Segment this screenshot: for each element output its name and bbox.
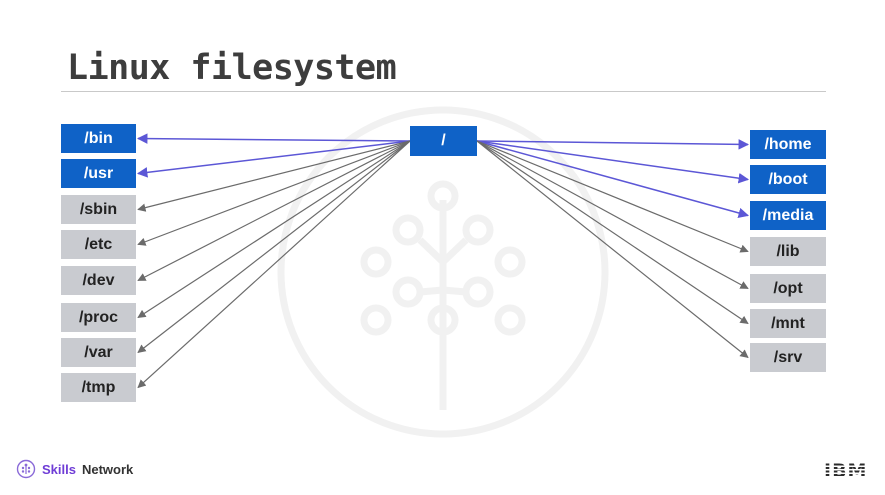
connector-arrow (137, 140, 411, 354)
ibm-logo: IBM (824, 460, 868, 482)
directory-label: /dev (82, 271, 115, 289)
directory-label: /opt (773, 279, 803, 297)
directory-node: /media (750, 201, 826, 230)
connector-arrow (137, 140, 411, 212)
connector-arrow (136, 140, 411, 178)
connector-arrow (136, 133, 411, 144)
directory-node: /usr (61, 159, 136, 188)
directory-node: /boot (750, 165, 826, 194)
directory-node: /proc (61, 303, 136, 332)
root-directory-label: / (441, 132, 446, 149)
page-title: Linux filesystem (67, 48, 397, 88)
directory-label: /proc (78, 308, 119, 326)
directory-node: /srv (750, 343, 826, 372)
directory-node: /var (61, 338, 136, 367)
connector-arrow (137, 140, 411, 282)
directory-label: /bin (84, 129, 113, 147)
directory-node: /etc (61, 230, 136, 259)
connector-arrow (476, 140, 749, 359)
directory-node: /bin (61, 124, 136, 153)
connector-arrow (476, 140, 749, 290)
connector-arrow (476, 140, 750, 219)
connector-arrow (476, 139, 750, 150)
directory-node: /lib (750, 237, 826, 266)
directory-label: /srv (773, 348, 803, 366)
brand-skills-text: Skills (42, 461, 76, 477)
directory-node: /tmp (61, 373, 136, 402)
directory-label: /home (764, 135, 812, 153)
connector-arrow (137, 140, 411, 319)
directory-label: /var (84, 343, 113, 361)
root-directory-node: / (410, 126, 477, 156)
connector-arrow (137, 140, 411, 246)
connector-arrow (137, 140, 411, 389)
directory-label: /sbin (79, 200, 118, 218)
directory-node: /home (750, 130, 826, 159)
directory-label: /etc (84, 235, 113, 253)
connector-arrow (476, 140, 749, 324)
directory-label: /usr (83, 164, 114, 182)
skills-network-logo-icon (16, 459, 36, 479)
directory-node: /dev (61, 266, 136, 295)
directory-label: /media (762, 206, 814, 224)
brand-network-text: Network (81, 461, 134, 477)
directory-node: /sbin (61, 195, 136, 224)
directory-label: /tmp (81, 378, 116, 396)
connector-arrow (476, 140, 750, 184)
directory-label: /boot (768, 170, 808, 188)
directory-node: /opt (750, 274, 826, 303)
title-divider (61, 91, 826, 92)
directory-node: /mnt (750, 309, 826, 338)
directory-label: /mnt (771, 314, 805, 332)
skills-network-brand: Skills Network (16, 459, 133, 479)
connector-arrow (476, 140, 749, 253)
directory-label: /lib (776, 242, 800, 260)
